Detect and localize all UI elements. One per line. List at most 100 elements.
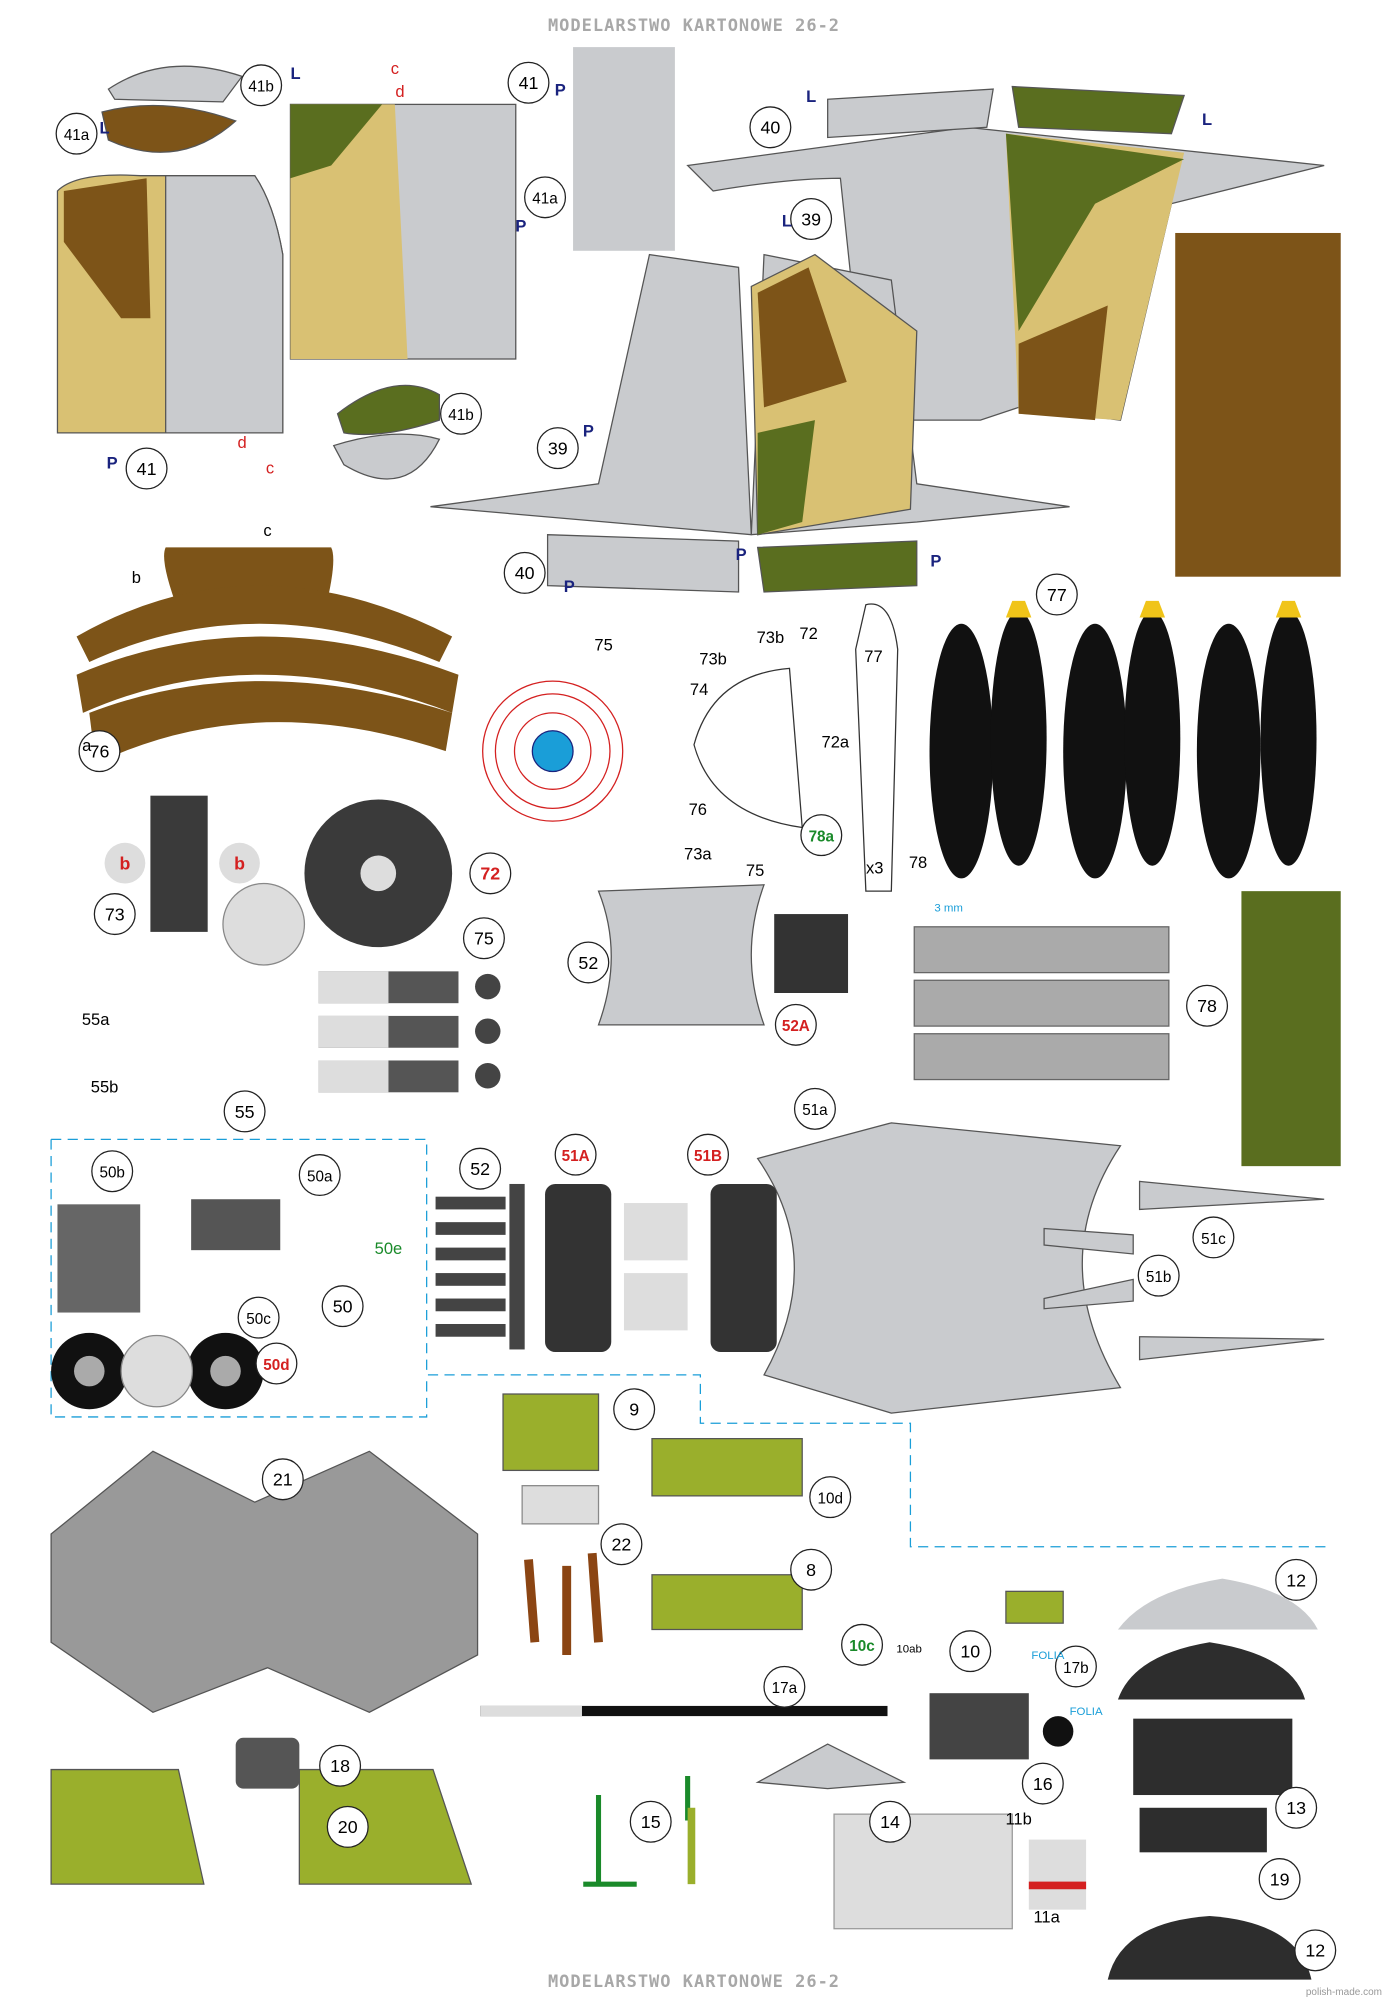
part-21-floor — [50, 1450, 479, 1714]
part-label-circle — [763, 1665, 806, 1708]
part-label-circle — [600, 1523, 643, 1566]
part-51c-strips — [1043, 1180, 1325, 1361]
part-number: 22 — [612, 1535, 632, 1555]
part-number: 78 — [1197, 996, 1217, 1016]
part-51A-grille — [545, 1183, 612, 1353]
part-number: 52A — [782, 1018, 810, 1035]
part-number: 52 — [470, 1159, 490, 1179]
part-annotation: 73a — [684, 844, 712, 863]
part-label-circle — [91, 1150, 134, 1193]
part-number: 10 — [960, 1642, 980, 1662]
part-41a-right — [289, 103, 517, 360]
part-number: 41b — [248, 79, 273, 96]
part-number: 41a — [532, 191, 558, 208]
part-label-circle — [1275, 1786, 1318, 1829]
part-label-circle — [1021, 1762, 1064, 1805]
part-label-circle — [1137, 1254, 1180, 1297]
part-number: 18 — [330, 1756, 350, 1776]
part-number: 8 — [806, 1560, 816, 1580]
part-label-circle — [1275, 1558, 1318, 1601]
part-label-circle — [749, 106, 792, 149]
website-credit: polish-made.com — [1305, 1987, 1382, 1998]
olive-parts — [50, 1393, 1064, 1885]
part-label-circle — [800, 814, 843, 857]
part-label-circle — [629, 1800, 672, 1843]
part-annotation: a — [82, 736, 92, 755]
part-label-circle — [793, 1087, 836, 1130]
part-label-circle — [809, 1476, 852, 1519]
part-number: 77 — [1047, 585, 1067, 605]
part-number: 72 — [480, 864, 500, 884]
part-annotation: 74 — [690, 680, 708, 699]
part-label-circle — [774, 1003, 817, 1046]
part-label-circle — [459, 1147, 502, 1190]
part-label-circle — [869, 1800, 912, 1843]
part-annotation: 72 — [799, 624, 817, 643]
part-label-circle — [1192, 1216, 1235, 1259]
part-annotation: L — [290, 64, 300, 83]
part-label-circle — [219, 842, 260, 884]
part-18 — [235, 1737, 300, 1789]
part-number: 14 — [880, 1812, 900, 1832]
part-label-circle — [104, 842, 146, 884]
part-label-circle — [321, 1285, 364, 1328]
part-annotation: c — [263, 521, 271, 540]
part-annotation: x3 — [866, 858, 883, 877]
part-annotation: 72a — [822, 732, 850, 751]
part-number: 51c — [1201, 1231, 1226, 1248]
part-77-blade-template — [855, 603, 899, 892]
part-number: b — [119, 854, 130, 874]
part-annotation: 55b — [91, 1077, 119, 1096]
part-annotation: 50e — [375, 1239, 403, 1258]
part-number: 17b — [1063, 1660, 1088, 1677]
part-number: 50d — [263, 1357, 289, 1374]
part-number: 9 — [629, 1400, 639, 1420]
part-label-circle — [125, 447, 168, 490]
part-label-circle — [613, 1388, 656, 1431]
part-number: 51B — [694, 1148, 722, 1165]
part-label-circle — [78, 730, 121, 773]
part-label-circle — [536, 427, 579, 470]
part-number: 55 — [235, 1102, 255, 1122]
part-label-circle — [790, 197, 833, 240]
part-number: 75 — [474, 929, 494, 949]
part-number: 41b — [448, 407, 473, 424]
part-annotation: L — [806, 87, 816, 106]
part-number: 39 — [801, 209, 821, 229]
part-number: 78a — [809, 829, 835, 846]
part-number: 41a — [64, 127, 90, 144]
part-annotation: 75 — [594, 636, 612, 655]
part-label-circle — [440, 392, 483, 435]
part-label-circle — [790, 1548, 833, 1591]
part-number: 51A — [562, 1148, 590, 1165]
landing-gear-box — [50, 1138, 1331, 1548]
part-16 — [929, 1693, 1029, 1760]
part-number: 21 — [273, 1470, 293, 1490]
part-number: 76 — [90, 741, 110, 761]
part-number: 51b — [1146, 1269, 1171, 1286]
part-label-circle — [1294, 1929, 1337, 1972]
part-52-slats — [435, 1183, 525, 1350]
part-number: 40 — [515, 563, 535, 583]
part-annotation: P — [107, 453, 118, 472]
part-41a-left — [56, 174, 284, 434]
part-annotation: P — [583, 422, 594, 441]
part-annotation: d — [237, 433, 246, 452]
part-label-circle — [240, 64, 283, 107]
part-number: 39 — [548, 438, 568, 458]
part-number: 16 — [1033, 1774, 1053, 1794]
part-annotation: 10ab — [896, 1643, 921, 1655]
part-label-circle — [255, 1342, 298, 1385]
part-76-rings — [76, 547, 459, 764]
part-51B-grille — [710, 1183, 777, 1353]
part-annotation: 11b — [1005, 1809, 1031, 1828]
part-label-circle — [503, 551, 546, 594]
part-number: 50b — [99, 1165, 124, 1182]
part-number: b — [234, 854, 245, 874]
part-number: 50 — [333, 1297, 353, 1317]
part-number: 20 — [338, 1817, 358, 1837]
part-number: 13 — [1286, 1798, 1306, 1818]
part-label-circle — [567, 941, 610, 984]
part-annotation: c — [391, 59, 399, 78]
